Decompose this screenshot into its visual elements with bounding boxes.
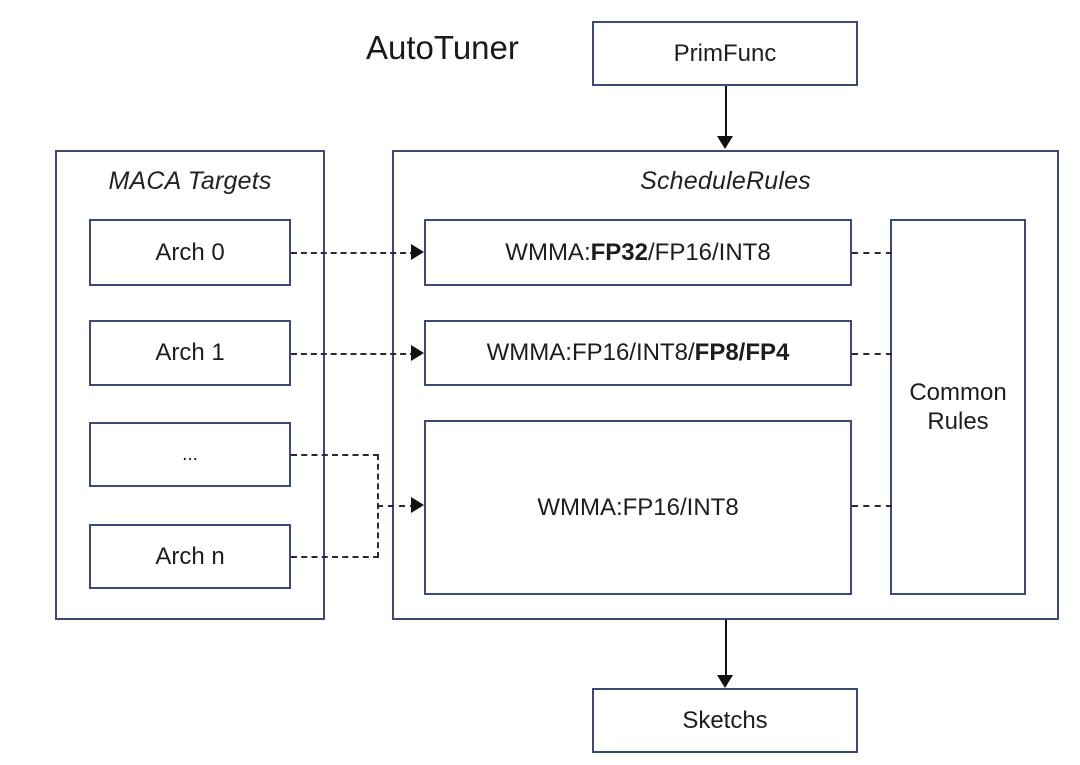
rule-node-2-label: WMMA:FP16/INT8	[537, 493, 738, 522]
schedule-rules-title: ScheduleRules	[640, 167, 811, 195]
rule-node-1-prefix: WMMA:FP16/INT8/	[486, 339, 695, 367]
diagram-title: AutoTuner	[366, 29, 519, 66]
rule-node-1-bold-tail: FP8/FP4	[694, 339, 790, 367]
rule-node-0-suffix: /FP16/INT8	[647, 238, 771, 266]
rule-node-2-prefix: WMMA:FP16/INT8	[537, 493, 739, 521]
connector-rule2-to-common	[852, 505, 892, 507]
rule-node-0-prefix: WMMA:	[505, 238, 591, 266]
rules-to-sketchs-line	[725, 620, 727, 677]
connector-archn-to-junction	[291, 556, 379, 558]
primfunc-to-rules-arrowhead	[717, 136, 733, 149]
schedule-rules-panel: ScheduleRules	[392, 150, 1059, 620]
primfunc-label: PrimFunc	[673, 39, 777, 67]
sketchs-node[interactable]: Sketchs	[592, 688, 858, 753]
arch-node-ellipsis-label: ...	[182, 443, 198, 465]
arch-node-ellipsis[interactable]: ...	[89, 422, 291, 487]
connector-rule2-arrowhead	[411, 497, 424, 513]
common-rules-node[interactable]: Common Rules	[890, 219, 1026, 595]
connector-rule1-to-common	[852, 353, 892, 355]
connector-junction-to-rule2	[377, 505, 416, 507]
rule-node-1-label: WMMA:FP16/INT8/FP8/FP4	[487, 338, 790, 367]
connector-arch0-arrowhead	[411, 244, 424, 260]
arch-node-0[interactable]: Arch 0	[89, 219, 291, 286]
arch-node-1[interactable]: Arch 1	[89, 320, 291, 386]
arch-node-n-label: Arch n	[155, 542, 225, 570]
connector-arch0-to-rule0	[291, 252, 416, 254]
connector-ellipsis-to-junction	[291, 454, 379, 456]
rule-node-1[interactable]: WMMA:FP16/INT8/FP8/FP4	[424, 320, 852, 386]
rules-to-sketchs-arrowhead	[717, 675, 733, 688]
maca-targets-panel: MACA Targets	[55, 150, 325, 620]
arch-node-n[interactable]: Arch n	[89, 524, 291, 589]
rule-node-2[interactable]: WMMA:FP16/INT8	[424, 420, 852, 595]
common-rules-line1: Common	[909, 378, 1007, 406]
primfunc-to-rules-line	[725, 86, 727, 138]
arch-node-0-label: Arch 0	[155, 238, 225, 266]
connector-arch1-arrowhead	[411, 345, 424, 361]
primfunc-node[interactable]: PrimFunc	[592, 21, 858, 86]
common-rules-line2: Rules	[927, 408, 989, 435]
connector-arch1-to-rule1	[291, 353, 416, 355]
rule-node-0[interactable]: WMMA:FP32/FP16/INT8	[424, 219, 852, 286]
rule-node-0-label: WMMA:FP32/FP16/INT8	[505, 238, 770, 267]
connector-rule0-to-common	[852, 252, 892, 254]
maca-targets-title: MACA Targets	[108, 167, 272, 195]
rule-node-0-bold-lead: FP32	[590, 238, 648, 266]
arch-node-1-label: Arch 1	[155, 339, 225, 367]
sketchs-label: Sketchs	[682, 706, 768, 734]
